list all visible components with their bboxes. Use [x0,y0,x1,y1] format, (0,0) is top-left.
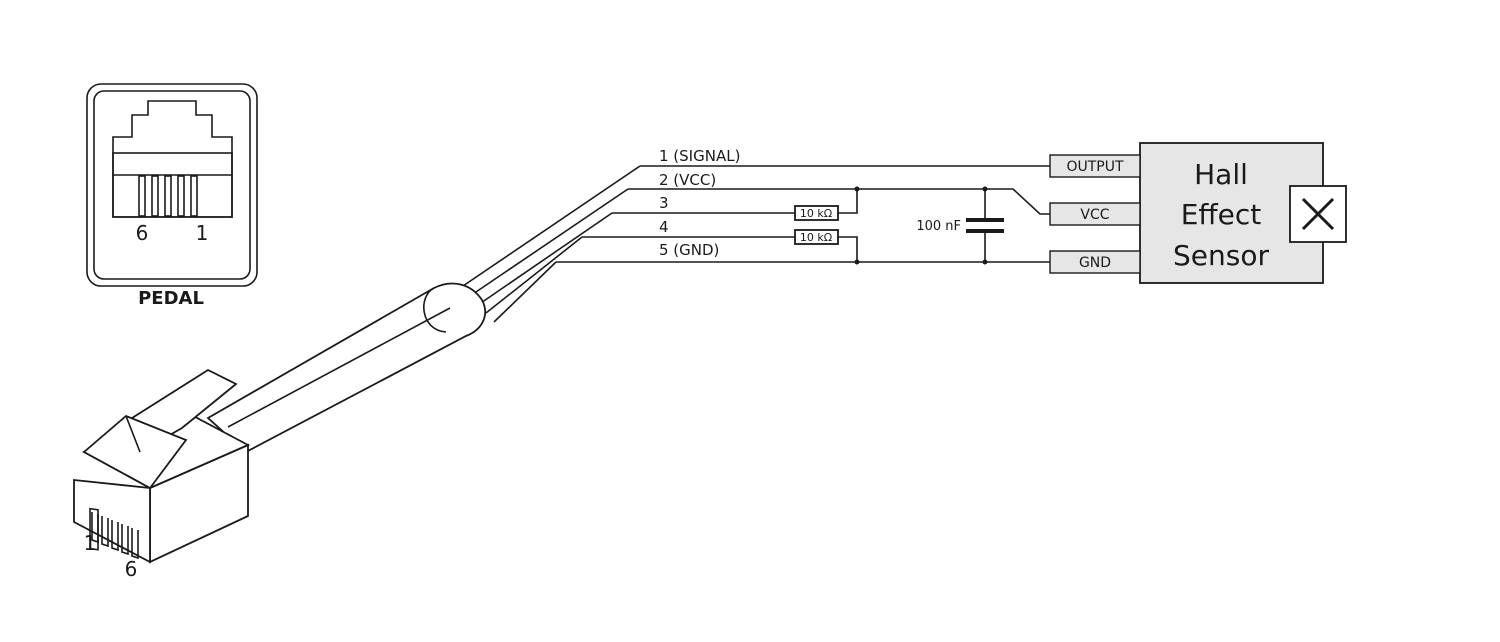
sensor-pin-vcc-label: VCC [1080,207,1109,223]
sensor-pin-output-label: OUTPUT [1066,159,1124,175]
sensor-pin-vcc [1049,202,1141,226]
wire-labels: 1 (SIGNAL) 2 (VCC) 3 4 5 (GND) [659,147,740,259]
junction-dot [854,259,860,265]
wire-label-4: 4 [659,218,669,236]
sensor-pin-gnd [1049,250,1141,274]
rj-plug: 1 6 [73,368,251,581]
plug-pin-label-1: 1 [84,531,97,555]
resistor-2: 10 kΩ [794,229,839,245]
jack-contacts [138,175,198,217]
junction-dot [982,186,988,192]
wire-label-5: 5 (GND) [659,241,719,259]
sensor-title-line-3: Sensor [1173,239,1269,272]
resistor-1-value: 10 kΩ [800,207,832,220]
pedal-jack: 6 1 PEDAL [86,83,258,309]
hall-effect-sensor: OUTPUT VCC GND Hall Effect Sensor [1049,142,1347,284]
magnetic-field-cross-icon [1289,185,1347,243]
plug-pin-label-6: 6 [125,557,138,581]
junction-dot [854,186,860,192]
plug-contacts [91,512,139,560]
wire-label-1: 1 (SIGNAL) [659,147,740,165]
wire-label-3: 3 [659,194,669,212]
wire-label-2: 2 (VCC) [659,171,716,189]
junction-dot [982,259,988,265]
sensor-title-line-2: Effect [1181,198,1262,231]
capacitor-value: 100 nF [916,219,961,234]
cable [206,165,641,454]
jack-pin-label-1: 1 [196,221,209,245]
sensor-title-line-1: Hall [1194,158,1248,191]
sensor-pin-gnd-label: GND [1079,255,1111,271]
jack-pin-label-6: 6 [136,221,149,245]
wire-runs [556,165,1050,265]
sensor-pin-output [1049,154,1141,178]
resistor-1: 10 kΩ [794,205,839,221]
capacitor: 100 nF [916,218,1004,234]
resistor-2-value: 10 kΩ [800,231,832,244]
pedal-label: PEDAL [138,288,204,309]
